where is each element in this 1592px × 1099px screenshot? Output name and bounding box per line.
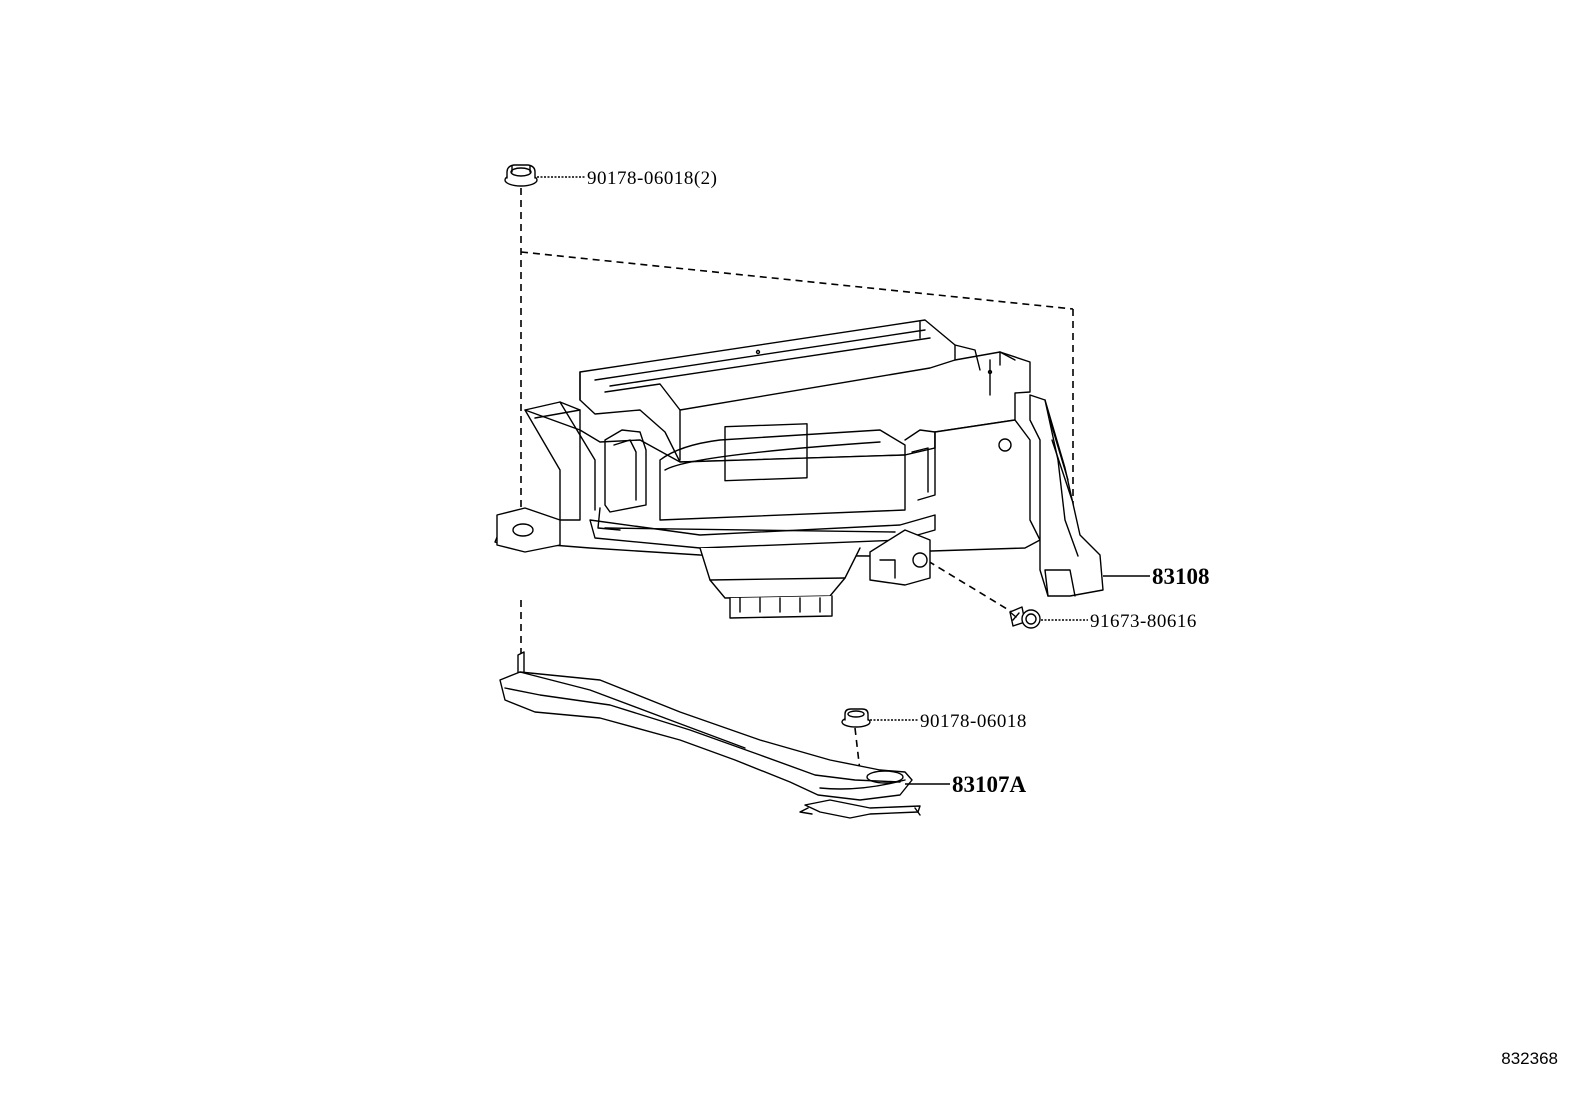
- label-clip-top: 90178-06018(2): [587, 168, 717, 189]
- label-bracket: 83107A: [952, 772, 1027, 797]
- bracket-drawing: [499, 651, 921, 819]
- screw-icon: [1009, 606, 1041, 629]
- sensor-assembly-drawing: [494, 319, 1104, 619]
- label-screw: 91673-80616: [1090, 611, 1197, 632]
- label-sensor-assembly: 83108: [1152, 564, 1210, 589]
- label-clip-bottom: 90178-06018: [920, 711, 1027, 732]
- clip-bottom-icon: [841, 708, 871, 728]
- clip-top-icon: [504, 164, 538, 187]
- drawing-number: 832368: [1501, 1049, 1558, 1068]
